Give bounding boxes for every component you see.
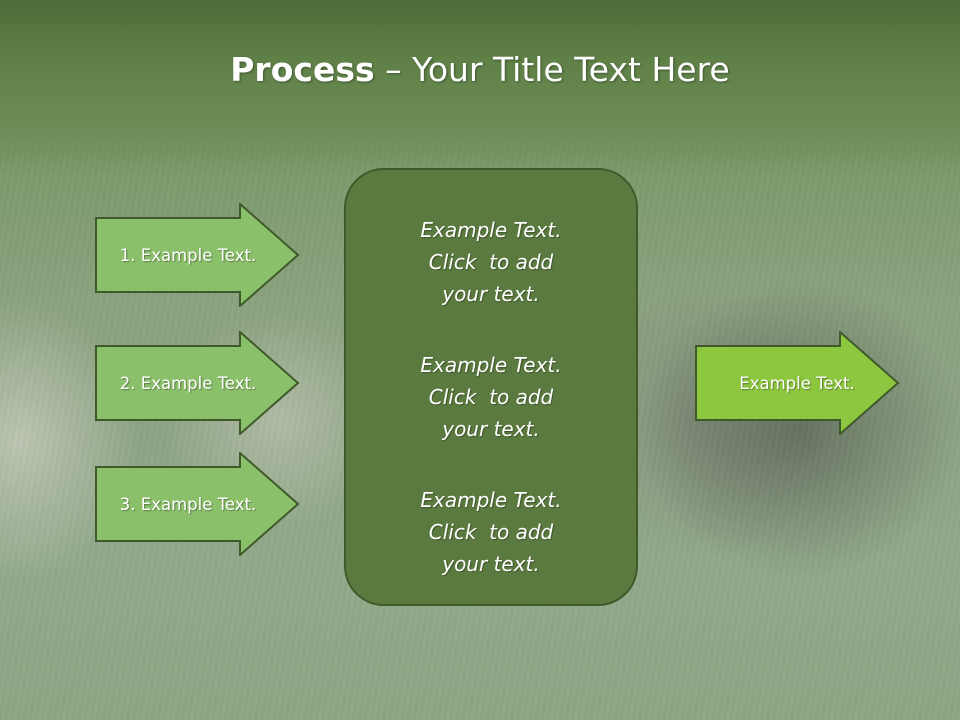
center-text-box[interactable]: Example Text. Click to add your text. Ex… xyxy=(344,168,638,606)
arrow-shape-icon xyxy=(95,331,300,435)
block-line: Example Text. xyxy=(420,488,562,512)
title-band xyxy=(0,0,960,175)
left-arrow-1[interactable]: 1. Example Text. xyxy=(95,203,300,307)
center-text-block-3: Example Text. Click to add your text. xyxy=(346,484,636,619)
left-arrow-3[interactable]: 3. Example Text. xyxy=(95,452,300,556)
block-line: Click to add xyxy=(428,385,554,409)
center-text-block-1: Example Text. Click to add your text. xyxy=(346,214,636,349)
left-arrow-3-label: 3. Example Text. xyxy=(119,494,257,514)
right-arrow-label: Example Text. xyxy=(739,373,855,393)
center-text-block-2: Example Text. Click to add your text. xyxy=(346,349,636,484)
arrow-shape-icon xyxy=(695,331,900,435)
block-line: your text. xyxy=(442,282,540,306)
left-arrow-1-label: 1. Example Text. xyxy=(119,245,257,265)
block-line: Click to add xyxy=(428,520,554,544)
block-line: Click to add xyxy=(428,250,554,274)
arrow-shape-icon xyxy=(95,452,300,556)
right-arrow[interactable]: Example Text. xyxy=(695,331,900,435)
left-arrow-2-label: 2. Example Text. xyxy=(119,373,257,393)
title-rest: – Your Title Text Here xyxy=(374,50,730,89)
block-line: your text. xyxy=(442,417,540,441)
arrow-shape-icon xyxy=(95,203,300,307)
slide-title[interactable]: Process – Your Title Text Here xyxy=(0,50,960,89)
block-line: Example Text. xyxy=(420,353,562,377)
block-line: your text. xyxy=(442,552,540,576)
left-arrow-2[interactable]: 2. Example Text. xyxy=(95,331,300,435)
title-bold: Process xyxy=(230,50,375,89)
block-line: Example Text. xyxy=(420,218,562,242)
